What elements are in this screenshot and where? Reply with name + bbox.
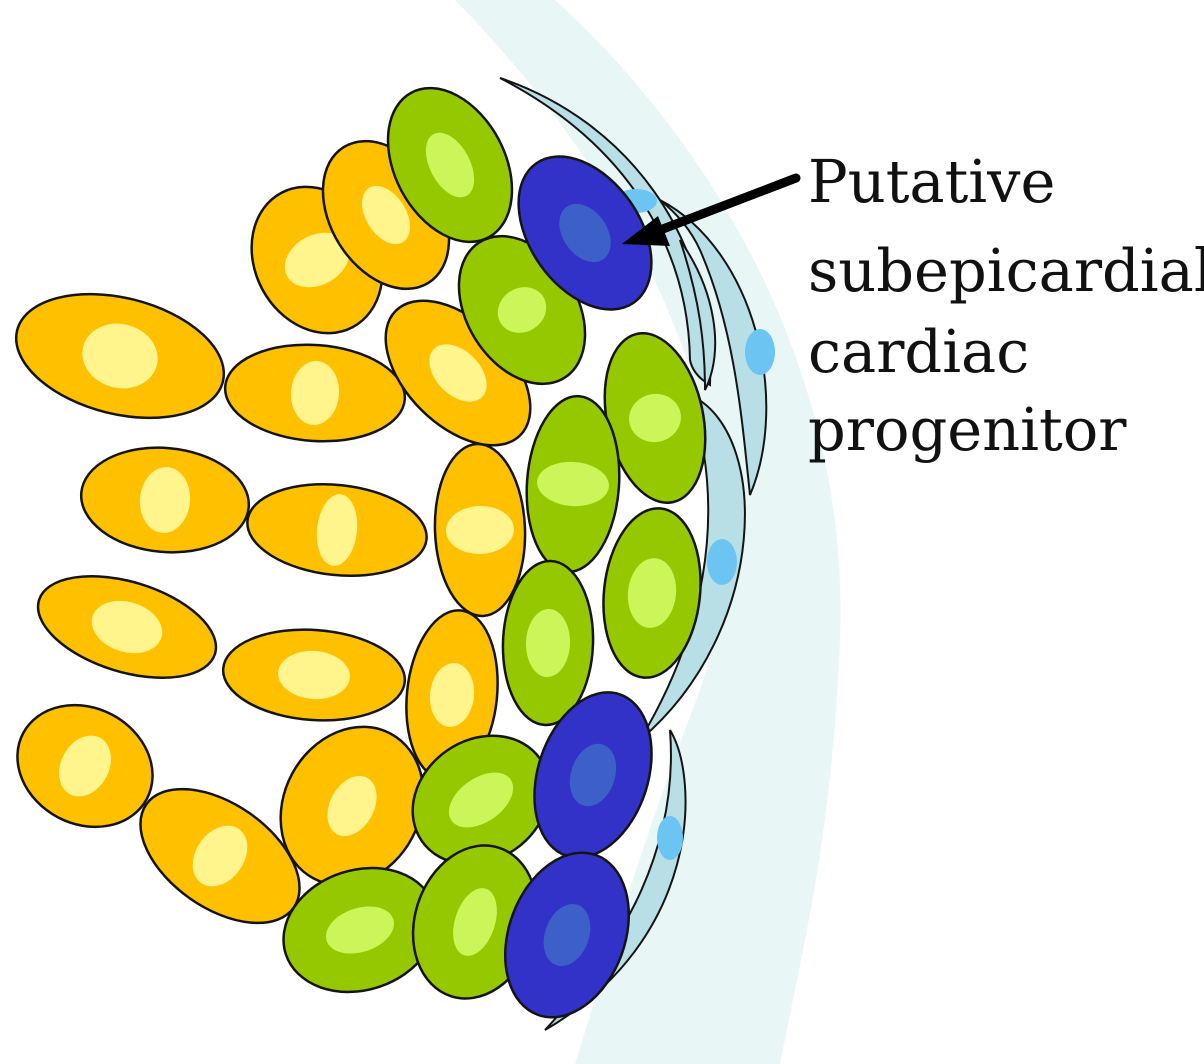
epicardial-nucleus [657,816,683,860]
yellow-myocyte [77,441,253,559]
label-line: Putative [808,152,1055,211]
yellow-myocyte [220,624,408,726]
label-line: progenitor [808,400,1126,459]
label-line: cardiac [808,322,1029,381]
epicardial-nucleus [707,539,737,585]
epicardial-nucleus [745,329,775,375]
yellow-myocyte [222,339,408,447]
yellow-myocyte [3,274,237,438]
yellow-myocyte [243,476,431,584]
yellow-myocyte [26,557,228,697]
label-line: subepicardial [808,241,1204,300]
